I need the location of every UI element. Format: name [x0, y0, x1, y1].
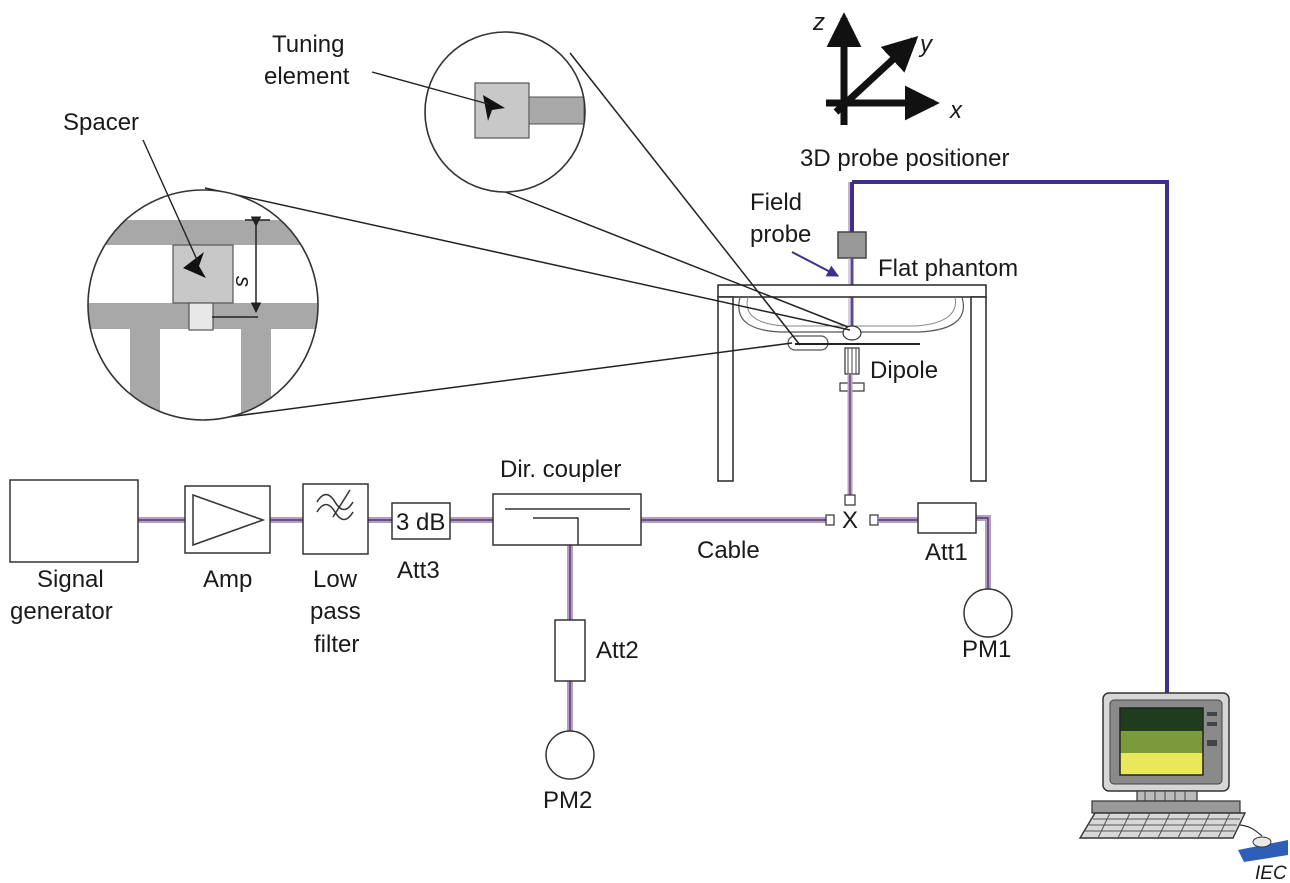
att2-label: Att2	[596, 637, 639, 664]
coordinate-axes: z y x	[812, 9, 963, 125]
spacer-label: Spacer	[63, 109, 139, 136]
dir-coupler-label: Dir. coupler	[500, 456, 621, 483]
low-pass-filter-label-1: Low	[313, 566, 358, 593]
iec-watermark: IEC	[1255, 863, 1287, 883]
tuning-element-inset	[424, 31, 586, 193]
computer	[1078, 692, 1288, 862]
power-meter-2	[545, 730, 595, 780]
zoom-lines	[204, 52, 851, 421]
dipole-label: Dipole	[870, 357, 938, 384]
rf-cabling	[138, 514, 991, 735]
att1-label: Att1	[925, 539, 968, 566]
mouse-pad	[1238, 840, 1288, 862]
low-pass-filter	[302, 483, 369, 555]
junction-x-label: X	[842, 507, 858, 534]
field-probe	[837, 231, 867, 334]
spacer-distance-symbol: s	[231, 276, 256, 287]
dipole	[787, 325, 920, 506]
att3-value: 3 dB	[396, 509, 445, 536]
low-pass-filter-label-2: pass	[310, 598, 361, 625]
att2-box	[554, 619, 586, 682]
mouse-icon	[1252, 836, 1272, 848]
low-pass-filter-label-3: filter	[314, 631, 359, 658]
spacer-detail-inset: s	[87, 189, 319, 421]
tuning-element-label-2: element	[264, 63, 350, 90]
tuning-element-label-1: Tuning	[272, 31, 345, 58]
cable-label: Cable	[697, 537, 760, 564]
probe-positioner-label: 3D probe positioner	[800, 145, 1009, 172]
att3-label: Att3	[397, 557, 440, 584]
axis-y-label: y	[918, 31, 934, 58]
amp-label: Amp	[203, 566, 252, 593]
pm1-label: PM1	[962, 636, 1011, 663]
directional-coupler	[492, 493, 642, 546]
field-probe-label-2: probe	[750, 221, 811, 248]
positioner-cable	[852, 180, 1169, 700]
signal-generator	[9, 479, 139, 563]
power-meter-1	[963, 588, 1013, 638]
computer-screen	[1119, 707, 1204, 776]
axis-z-label: z	[812, 9, 825, 36]
signal-generator-label-1: Signal	[37, 566, 104, 593]
att1-box	[917, 502, 977, 534]
field-probe-label-1: Field	[750, 189, 802, 216]
flat-phantom-label: Flat phantom	[878, 255, 1018, 282]
amplifier	[184, 485, 271, 554]
signal-generator-label-2: generator	[10, 598, 113, 625]
pm2-label: PM2	[543, 787, 592, 814]
att3-box	[391, 502, 451, 540]
axis-x-label: x	[949, 97, 963, 124]
